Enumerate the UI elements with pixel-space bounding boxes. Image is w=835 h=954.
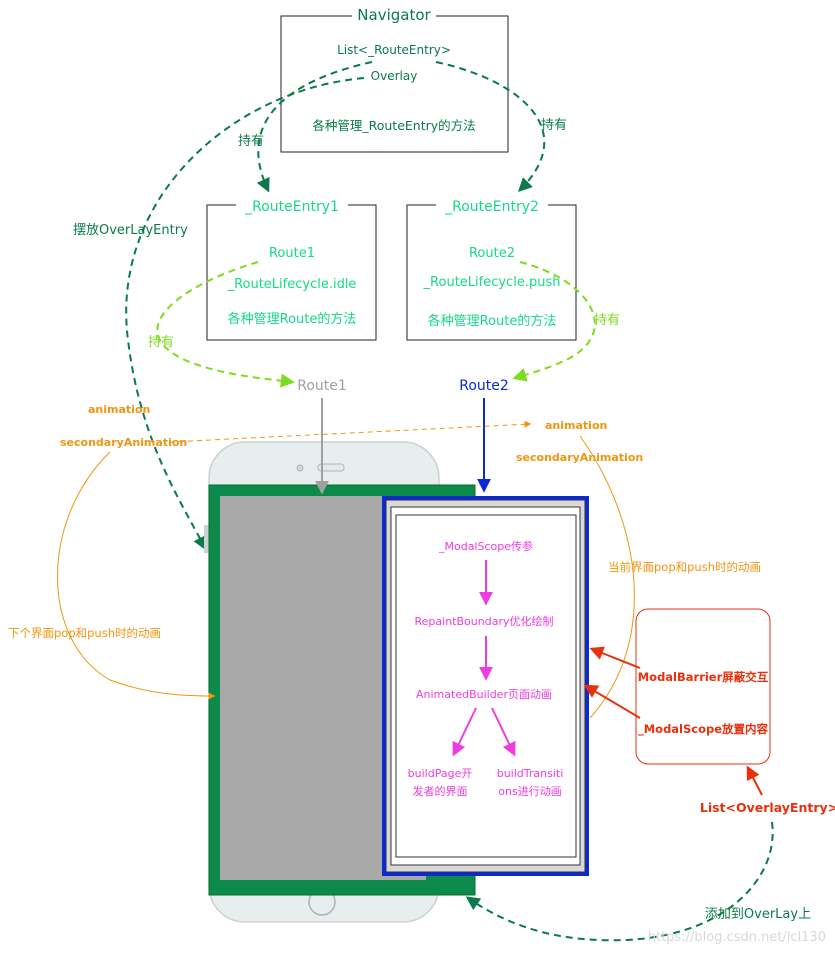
line-current-page-anim (579, 435, 635, 719)
flow-arrow-4 (491, 707, 516, 757)
label-place-overlay-entry: 摆放OverLayEntry (73, 223, 188, 238)
overlay-entry-box (635, 608, 771, 765)
route2-label: Route2 (459, 378, 509, 394)
flow-arrow-3 (452, 707, 477, 757)
route-entry-2-title: _RouteEntry2 (444, 199, 539, 215)
label-animation-left: animation (88, 403, 150, 416)
navigator-overlay-label: Overlay (371, 69, 418, 83)
label-hold-left-top: 持有 (238, 134, 264, 149)
label-overlay-entry-list: List<OverlayEntry> (700, 800, 835, 815)
navigator-title-bg (352, 6, 436, 26)
label-next-page-anim: 下个界面pop和push时的动画 (8, 626, 161, 640)
watermark: https://blog.csdn.net/lcl130 (648, 930, 826, 945)
route-entry-1-methods: 各种管理Route的方法 (228, 311, 357, 327)
label-hold-left-mid: 持有 (148, 335, 174, 350)
route-entry-2-lifecycle: _RouteLifecycle.push (423, 275, 561, 290)
label-add-to-overlay: 添加到OverLay上 (705, 907, 811, 922)
flow-modal-scope: _ModalScope传参 (438, 539, 533, 553)
arrow-entry2-to-route2 (512, 261, 596, 382)
route-entry-1-lifecycle: _RouteLifecycle.idle (227, 277, 357, 292)
navigator-methods-label: 各种管理_RouteEntry的方法 (312, 118, 475, 133)
navigator-box: Navigator List<_RouteEntry> Overlay 各种管理… (280, 6, 509, 153)
label-hold-right-top: 持有 (541, 118, 567, 133)
flow-animated-builder: AnimatedBuilder页面动画 (416, 688, 552, 701)
route-entry-2-title-bg (436, 196, 548, 216)
arrow-modal-scope-content (583, 684, 641, 719)
phone-speaker (317, 463, 345, 472)
route-entry-1-route: Route1 (269, 246, 315, 261)
label-modal-scope-content: _ModalScope放置内容 (638, 722, 769, 737)
arrow-modal-barrier (589, 646, 641, 669)
phone-side-button (204, 525, 209, 553)
arrow-next-page-anim (57, 451, 216, 700)
route-entry-1-frame (206, 204, 377, 341)
route-entry-2-box: _RouteEntry2 Route2 _RouteLifecycle.push… (406, 196, 577, 341)
label-modal-barrier: ModalBarrier屏蔽交互 (638, 670, 769, 684)
flow-build-page-1: buildPage开 (408, 767, 473, 780)
flow-build-transitions-2: ons进行动画 (498, 785, 561, 798)
label-animation-right: animation (545, 419, 607, 432)
arrow-add-to-overlay (465, 821, 774, 942)
route-entry-1-title-bg (236, 196, 348, 216)
arrow-overlay-entry-list (746, 765, 763, 796)
label-secondary-animation-left: secondaryAnimation (60, 436, 187, 449)
arrow-secondary-to-animation (169, 420, 532, 443)
flow-repaint-boundary: RepaintBoundary优化绘制 (415, 614, 554, 628)
navigator-list-label: List<_RouteEntry> (337, 43, 451, 57)
label-secondary-animation-right: secondaryAnimation (516, 451, 643, 464)
navigator-title: Navigator (357, 6, 431, 24)
arrow-navigator-to-entry1 (256, 61, 373, 193)
navigator-frame (280, 15, 509, 153)
arrow-overlay-to-phone (125, 77, 365, 551)
route-entry-1-title: _RouteEntry1 (244, 199, 339, 215)
arrow-navigator-to-entry2 (435, 61, 546, 192)
route-entry-2-route: Route2 (469, 246, 515, 261)
route-entry-1-box: _RouteEntry1 Route1 _RouteLifecycle.idle… (206, 196, 377, 341)
route-entry-2-methods: 各种管理Route的方法 (428, 313, 557, 329)
route1-label: Route1 (297, 378, 347, 394)
flow-build-page-2: 发者的界面 (413, 784, 468, 798)
phone-camera (296, 464, 304, 472)
flow-build-transitions-1: buildTransiti (497, 767, 564, 780)
label-hold-right-mid: 持有 (594, 313, 620, 328)
label-current-page-anim: 当前界面pop和push时的动画 (608, 560, 761, 574)
